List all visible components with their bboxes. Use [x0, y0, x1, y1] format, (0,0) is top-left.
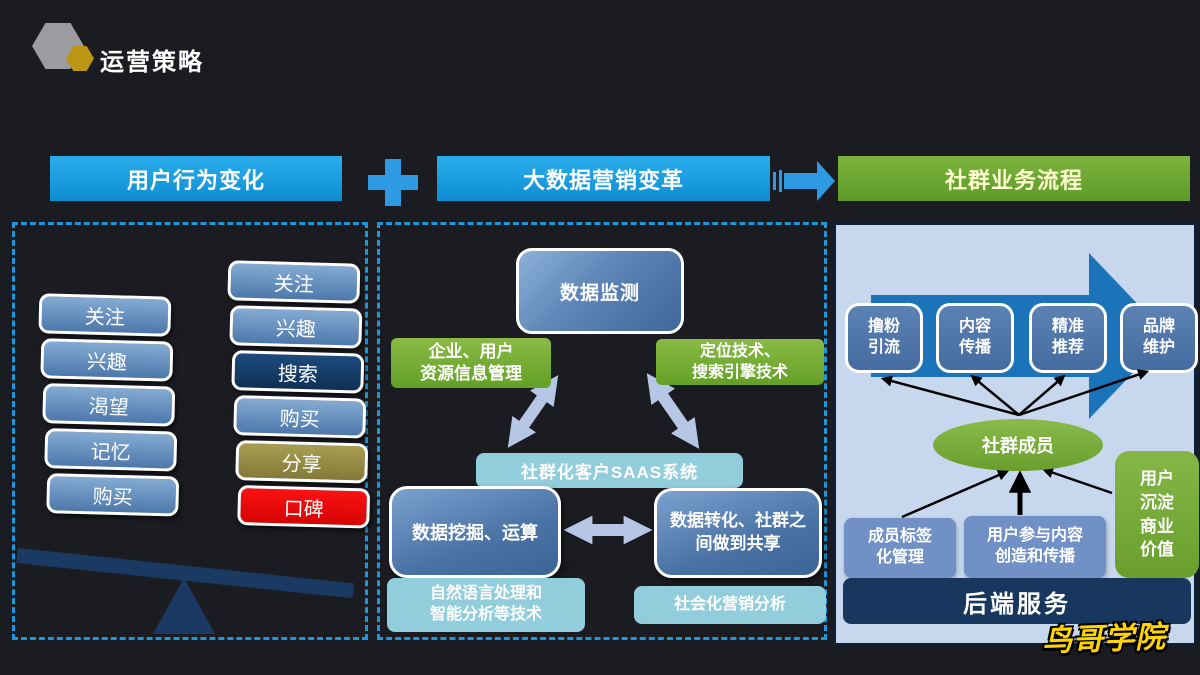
stack-item: 购买 — [233, 395, 367, 439]
stack-item-search: 搜索 — [231, 350, 365, 394]
data-monitor-box: 数据监测 — [516, 248, 684, 334]
community-member-ellipse: 社群成员 — [933, 419, 1103, 471]
positioning-tech-label: 定位技术、 搜索引擎技术 — [656, 339, 824, 385]
flow-step-brand-maintain: 品牌 维护 — [1120, 303, 1198, 373]
stack-item: 关注 — [227, 260, 361, 304]
stack-item: 渴望 — [42, 383, 176, 427]
data-mining-box: 数据挖掘、运算 — [389, 486, 561, 578]
process-flow-arrow — [871, 253, 1168, 419]
user-value-box: 用户 沉淀 商业 价值 — [1115, 451, 1199, 578]
panel-bigdata-marketing: 数据监测 企业、用户 资源信息管理 定位技术、 搜索引擎技术 社群化客户SAAS… — [377, 222, 827, 640]
data-transform-share-box: 数据转化、社群之 间做到共享 — [654, 488, 822, 578]
panel-user-behavior: 关注 兴趣 渴望 记忆 购买 关注 兴趣 搜索 购买 分享 口碑 — [12, 222, 371, 640]
watermark-logo: 鸟哥学院 — [1041, 620, 1167, 659]
right-arrow-icon — [773, 161, 835, 201]
stack-item: 购买 — [46, 473, 180, 517]
stack-item-word-of-mouth: 口碑 — [237, 485, 371, 529]
panel-community-process: 撸粉 引流 内容 传播 精准 推荐 品牌 维护 社群成员 成员标签 化管理 用户… — [833, 222, 1199, 646]
member-tag-management-box: 成员标签 化管理 — [844, 518, 956, 578]
flow-step-precise-recommend: 精准 推荐 — [1029, 303, 1107, 373]
stack-item: 兴趣 — [229, 305, 363, 349]
seesaw-fulcrum — [153, 578, 215, 634]
flow-step-content-spread: 内容 传播 — [936, 303, 1014, 373]
header-user-behavior: 用户行为变化 — [50, 156, 342, 201]
social-marketing-analysis-box: 社会化营销分析 — [634, 586, 826, 624]
stack-item: 记忆 — [44, 428, 178, 472]
plus-icon — [368, 159, 418, 206]
header-bigdata-marketing: 大数据营销变革 — [437, 156, 770, 201]
stack-item-share: 分享 — [235, 440, 369, 484]
flow-step-attract-fans: 撸粉 引流 — [845, 303, 923, 373]
saas-system-bar: 社群化客户SAAS系统 — [476, 453, 743, 488]
connector-arrows — [880, 369, 1150, 519]
stack-item: 关注 — [38, 293, 172, 337]
page-title: 运营策略 — [100, 49, 204, 76]
behavior-stack-old: 关注 兴趣 渴望 记忆 购买 — [38, 292, 180, 518]
exchange-arrows — [507, 373, 700, 545]
enterprise-resource-label: 企业、用户 资源信息管理 — [391, 338, 551, 388]
stack-item: 兴趣 — [40, 338, 174, 382]
backend-service-bar: 后端服务 — [843, 578, 1191, 624]
behavior-stack-new: 关注 兴趣 搜索 购买 分享 口碑 — [227, 259, 371, 530]
user-content-creation-box: 用户参与内容 创造和传播 — [964, 516, 1106, 578]
header-community-process: 社群业务流程 — [838, 156, 1190, 201]
nlp-tech-box: 自然语言处理和 智能分析等技术 — [387, 578, 585, 632]
